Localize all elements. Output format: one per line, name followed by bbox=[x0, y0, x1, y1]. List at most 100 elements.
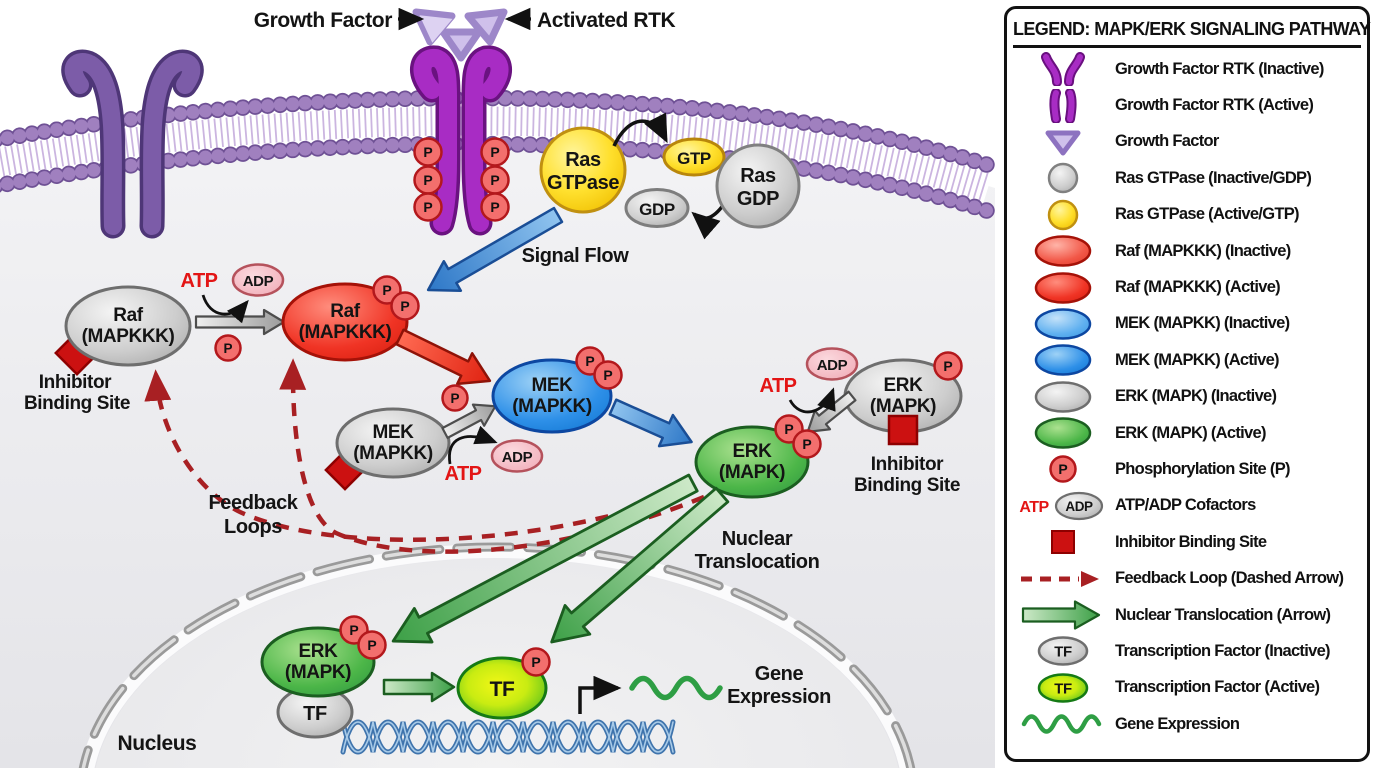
tf-active-icon: TF bbox=[1011, 671, 1115, 705]
adp-node-mek: ADP bbox=[490, 439, 544, 473]
feedback-loops-label: Feedback bbox=[208, 492, 298, 514]
adp-node-erk: ADP bbox=[805, 347, 859, 381]
inhibitor-site-label-raf-2: Binding Site bbox=[24, 393, 130, 414]
svg-text:P: P bbox=[490, 199, 499, 215]
svg-text:P: P bbox=[943, 358, 952, 374]
atp-label-erk: ATP bbox=[759, 375, 796, 397]
svg-text:P: P bbox=[490, 172, 499, 188]
svg-text:P: P bbox=[585, 353, 594, 369]
growth-factor-label: Growth Factor bbox=[254, 9, 393, 32]
svg-text:TF: TF bbox=[303, 703, 327, 725]
svg-text:GDP: GDP bbox=[737, 188, 779, 210]
legend-item-rtk-active: Growth Factor RTK (Active) bbox=[1011, 87, 1363, 123]
svg-text:Raf: Raf bbox=[330, 301, 360, 322]
mek-active-node: MEK (MAPKK) P P bbox=[491, 346, 623, 434]
gene-expression-icon bbox=[1011, 707, 1115, 741]
translocation-arrow-icon bbox=[1011, 598, 1115, 632]
tf-inactive-icon: TF bbox=[1011, 634, 1115, 668]
signal-flow-label: Signal Flow bbox=[522, 245, 630, 267]
erk-inactive-node: ERK (MAPK) P bbox=[843, 351, 963, 446]
atp-label-mek: ATP bbox=[444, 463, 481, 485]
ras-gtpase-active-node: Ras GTPase bbox=[539, 126, 627, 214]
mek-active-icon bbox=[1011, 343, 1115, 377]
gdp-node: GDP bbox=[624, 188, 690, 228]
erk-nuclear-node: ERK (MAPK) P P bbox=[260, 615, 387, 698]
growth-factor-ligands bbox=[412, 8, 508, 62]
gene-expression-label: Gene bbox=[755, 663, 804, 685]
svg-text:ADP: ADP bbox=[502, 449, 533, 466]
phospho-site-mek-reaction: P bbox=[441, 384, 469, 412]
svg-text:(MAPKK): (MAPKK) bbox=[512, 396, 592, 417]
mek-inactive-icon bbox=[1011, 307, 1115, 341]
gdp-to-gtp-arrow bbox=[612, 112, 668, 147]
dna-helix bbox=[340, 719, 676, 755]
legend-item-ras-inactive: Ras GTPase (Inactive/GDP) bbox=[1011, 160, 1363, 196]
svg-text:P: P bbox=[603, 367, 612, 383]
svg-text:P: P bbox=[367, 637, 376, 653]
inhibitor-site-label-raf: Inhibitor bbox=[39, 372, 112, 393]
tf-active-node: TF P bbox=[456, 647, 551, 720]
legend-item-raf-active: Raf (MAPKKK) (Active) bbox=[1011, 269, 1363, 305]
gtp-to-gdp-arrow bbox=[691, 202, 726, 240]
svg-text:P: P bbox=[349, 622, 358, 638]
mek-to-erk-arrow bbox=[608, 398, 693, 448]
activated-rtk-label: Activated RTK bbox=[537, 9, 676, 32]
svg-text:GDP: GDP bbox=[639, 200, 675, 219]
cell-membrane bbox=[0, 89, 997, 220]
inhibitor-site-icon bbox=[1011, 525, 1115, 559]
svg-text:(MAPKKK): (MAPKKK) bbox=[82, 326, 175, 347]
legend-item-inhibitor: Inhibitor Binding Site bbox=[1011, 524, 1363, 560]
legend-item-ras-active: Ras GTPase (Active/GTP) bbox=[1011, 197, 1363, 233]
legend-item-raf-inactive: Raf (MAPKKK) (Inactive) bbox=[1011, 233, 1363, 269]
gene-expression-wave-icon bbox=[629, 675, 723, 701]
svg-text:TF: TF bbox=[1054, 680, 1072, 697]
svg-text:(MAPK): (MAPK) bbox=[285, 662, 351, 683]
svg-text:ADP: ADP bbox=[1065, 499, 1093, 514]
transcription-start-arrow bbox=[578, 675, 622, 714]
inhibitor-site-label-erk-2: Binding Site bbox=[854, 475, 960, 496]
svg-text:Ras: Ras bbox=[740, 165, 776, 187]
svg-text:P: P bbox=[490, 144, 499, 160]
svg-text:ATP: ATP bbox=[1019, 499, 1049, 516]
svg-text:ERK: ERK bbox=[884, 375, 924, 396]
legend-item-mek-active: MEK (MAPKK) (Active) bbox=[1011, 342, 1363, 378]
rtk-inactive-receptor bbox=[61, 49, 204, 239]
ras-gdp-icon bbox=[1011, 161, 1115, 195]
phospho-site-icon: P bbox=[1011, 452, 1115, 486]
svg-text:ADP: ADP bbox=[817, 357, 848, 374]
svg-text:ERK: ERK bbox=[733, 441, 773, 462]
svg-text:TF: TF bbox=[490, 678, 515, 701]
nuclear-translocation-arrow-2 bbox=[550, 486, 730, 644]
svg-text:P: P bbox=[423, 199, 432, 215]
erk-active-icon bbox=[1011, 416, 1115, 450]
feedback-loops-label-2: Loops bbox=[224, 516, 282, 538]
svg-text:ERK: ERK bbox=[299, 641, 339, 662]
legend-title: LEGEND: MAPK/ERK SIGNALING PATHWAY bbox=[1013, 13, 1371, 48]
svg-text:Raf: Raf bbox=[113, 305, 143, 326]
svg-text:Ras: Ras bbox=[565, 149, 601, 171]
svg-text:GTP: GTP bbox=[677, 149, 711, 168]
raf-inactive-icon bbox=[1011, 234, 1115, 268]
legend-item-erk-active: ERK (MAPK) (Active) bbox=[1011, 415, 1363, 451]
svg-text:(MAPKK): (MAPKK) bbox=[353, 443, 433, 464]
legend-item-atp-adp: ATP ADP ATP/ADP Cofactors bbox=[1011, 488, 1363, 524]
svg-text:ADP: ADP bbox=[243, 273, 274, 290]
atp-adp-arrow-erk bbox=[788, 387, 836, 414]
svg-text:P: P bbox=[423, 144, 432, 160]
ras-gtp-icon bbox=[1011, 198, 1115, 232]
erk-activation-arrow bbox=[806, 390, 857, 433]
legend-item-tf-active: TF Transcription Factor (Active) bbox=[1011, 670, 1363, 706]
gtp-node: GTP bbox=[662, 137, 726, 177]
atp-label-raf: ATP bbox=[180, 270, 217, 292]
mek-inactive-node: MEK (MAPKK) bbox=[324, 407, 451, 491]
svg-text:P: P bbox=[802, 436, 811, 452]
pathway-diagram: Nucleus Gene Expression Feedback Loops bbox=[0, 7, 997, 768]
legend-item-rtk-inactive: Growth Factor RTK (Inactive) bbox=[1011, 51, 1363, 87]
adp-node-raf: ADP bbox=[231, 263, 285, 297]
rtk-active-icon bbox=[1011, 88, 1115, 123]
svg-text:P: P bbox=[784, 421, 793, 437]
legend-item-mek-inactive: MEK (MAPKK) (Inactive) bbox=[1011, 306, 1363, 342]
gene-expression-label-2: Expression bbox=[727, 686, 831, 708]
legend-item-phospho: P Phosphorylation Site (P) bbox=[1011, 451, 1363, 487]
